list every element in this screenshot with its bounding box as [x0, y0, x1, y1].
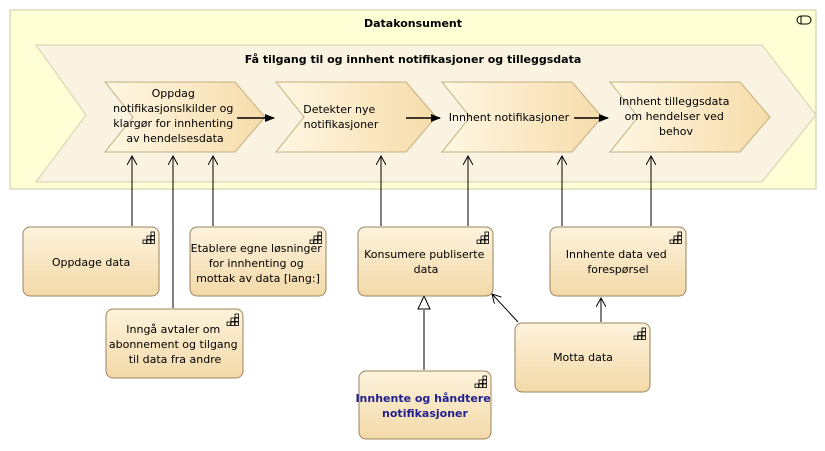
- capability-inngaa-avtaler[interactable]: Inngå avtaler om abonnement og tilgang t…: [105, 308, 244, 379]
- specialization-triangle-icon: [417, 294, 431, 310]
- capability-icon: [309, 231, 322, 244]
- capability-motta-data[interactable]: Motta data: [514, 322, 651, 393]
- capability-label: Innhente data ved forespørsel: [566, 248, 671, 276]
- capability-icon: [226, 313, 239, 326]
- stage-detekter[interactable]: [274, 81, 437, 153]
- capability-icon: [142, 231, 155, 244]
- capability-innhente-handtere[interactable]: Innhente og håndtere notifikasjoner: [355, 370, 494, 440]
- capability-oppdage-data[interactable]: Oppdage data: [22, 226, 160, 297]
- stage-innhent-tilleggsdata[interactable]: [608, 81, 771, 153]
- capability-label: Motta data: [553, 351, 613, 364]
- stage-innhent-notifikasjoner[interactable]: [440, 81, 603, 153]
- capability-label: Oppdage data: [52, 256, 130, 269]
- capability-icon: [669, 231, 682, 244]
- capability-label-highlight: Innhente og håndtere notifikasjoner: [355, 392, 494, 420]
- stage-oppdag[interactable]: [103, 81, 266, 153]
- capability-label: Konsumere publiserte data: [364, 248, 488, 276]
- capability-label: Inngå avtaler om abonnement og tilgang t…: [109, 323, 241, 366]
- stage-oppdag-label: Oppdag notifikasjonslkilder og klargør f…: [113, 87, 237, 145]
- value-stream-title: Få tilgang til og innhent notifikasjoner…: [245, 53, 582, 66]
- capability-icon: [474, 375, 487, 388]
- stage-detekter-label: Detekter nye notifikasjoner: [303, 103, 379, 131]
- capability-icons: [142, 231, 682, 388]
- relation-motta-konsumere: [492, 294, 519, 323]
- capability-icon: [476, 231, 489, 244]
- capability-label: Etablere egne løsninger for innhenting o…: [191, 242, 326, 285]
- business-actor-icon: [796, 15, 812, 25]
- capability-konsumere-publiserte[interactable]: Konsumere publiserte data: [357, 226, 494, 297]
- capability-icon: [633, 327, 646, 340]
- capability-etablere-losninger[interactable]: Etablere egne løsninger for innhenting o…: [189, 226, 327, 297]
- stage-innhent-notifikasjoner-label: Innhent notifikasjoner: [449, 111, 570, 124]
- capability-innhente-ved-foresporsel[interactable]: Innhente data ved forespørsel: [549, 226, 687, 297]
- container-title: Datakonsument: [364, 17, 462, 30]
- stage-innhent-tilleggsdata-label: Innhent tilleggsdata om hendelser ved be…: [619, 95, 733, 138]
